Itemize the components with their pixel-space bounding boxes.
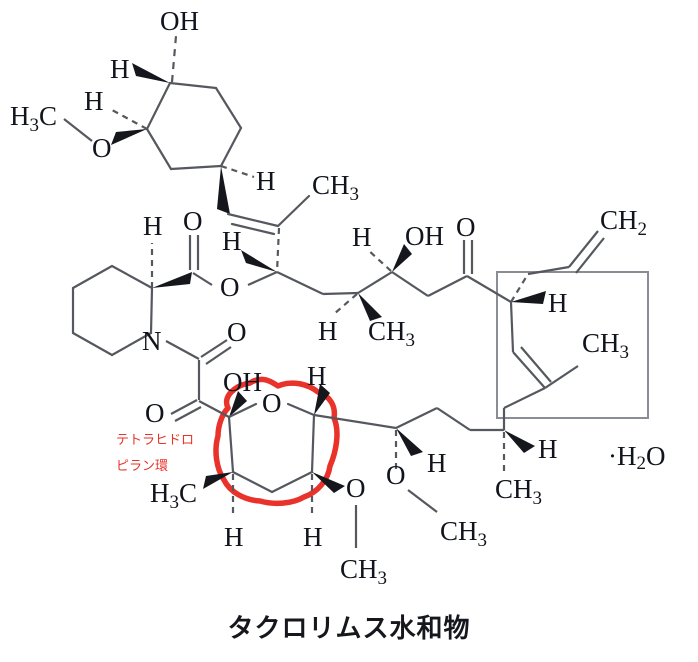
bond-wedge-h-carbinol — [241, 250, 277, 272]
trisubstituted-alkene — [226, 194, 311, 236]
bond-wedge-h-allyl-carbon — [511, 291, 546, 304]
macro-trisubstituted-alkene — [512, 346, 552, 389]
bond-methylcarbon-to-carbinol-left — [322, 291, 359, 296]
label-o-ketone-left: O — [145, 398, 165, 428]
label-h-pyran-bottom-left: H — [224, 522, 244, 552]
label-h-chain-methyl: H — [538, 434, 558, 464]
bond-hash-oh-top — [170, 35, 178, 83]
label-ch2-allyl: CH2 — [600, 205, 647, 240]
label-h-methoxy: H — [84, 86, 104, 116]
figure-caption: タクロリムス水和物 — [227, 614, 471, 644]
bond-hash-h-methyl-chain — [333, 293, 358, 315]
bond-macro-1 — [503, 387, 546, 409]
ester-carbonyl-double-bond — [188, 235, 200, 270]
label-ch3-chain-methyl: CH3 — [495, 474, 542, 509]
label-o-ketone-chain: O — [456, 212, 476, 242]
bond-macro-2 — [509, 301, 515, 353]
bond-hash-allyl — [510, 273, 529, 303]
ketone-carbonyl-double-bond — [170, 399, 202, 422]
bond-wedge-alpha-to-carbonyl — [152, 272, 192, 288]
bond-ketone-chain-to-macro — [466, 275, 512, 303]
cyclohexane-ring — [145, 81, 243, 171]
annotation-line-1: テトラヒドロ — [116, 433, 195, 448]
bond-hash-vinyl-to-carbinol — [275, 227, 281, 273]
label-h-top-left: H — [110, 54, 130, 84]
bond-carbinol-to-chain — [276, 271, 324, 295]
bond-hash-h-methoxy-carbon — [111, 109, 148, 130]
bond-wedge-oh-hemiketal — [229, 391, 247, 417]
label-oh-hemiketal: OH — [223, 367, 262, 397]
macrocycle-region-box — [496, 271, 649, 419]
label-o-ester-carbonyl: O — [183, 206, 203, 236]
bond-chain-up-1 — [395, 407, 438, 429]
hydrate-dot: · — [608, 441, 617, 471]
tetrahydropyran-highlight-ellipse — [213, 376, 340, 507]
bond-wedge-h-chain-methoxy — [396, 428, 423, 456]
label-h-hydroxy-chain: H — [352, 222, 372, 252]
bond-wedge-ch3-methyl-chain — [358, 293, 382, 321]
bond-wedge-h-chain-methyl — [504, 430, 535, 453]
label-h-allyl-carbon: H — [548, 288, 568, 318]
hydrate-subscript: 2 — [636, 453, 647, 474]
hydrate-o: O — [646, 441, 666, 471]
bond-hash-h-cyclohexane-lower — [220, 164, 255, 179]
bond-ketone-to-ch2 — [427, 275, 468, 297]
label-o-pyran-methoxy: O — [346, 473, 366, 503]
label-h-cyclohexane-lower: H — [256, 166, 276, 196]
bond-chain-up-2 — [436, 407, 471, 431]
bond-wedge-h3c-pyran — [203, 472, 233, 489]
tetrahydropyran-annotation: テトラヒドロ ピラン環 — [116, 428, 194, 480]
bond-hash-h-hydroxy-chain — [366, 248, 392, 272]
label-o-pyran: O — [262, 388, 282, 418]
chain-ketone-double-bond — [462, 240, 474, 274]
bond-pyran-to-chain — [313, 413, 397, 430]
label-o-amide: O — [227, 317, 247, 347]
label-h-piperidine: H — [143, 211, 163, 241]
label-h3c-pyran: H3C — [150, 478, 197, 513]
label-n-piperidine: N — [142, 326, 162, 356]
bond-wedge-h-topleft — [132, 63, 170, 83]
tetrahydropyran-ring — [227, 402, 316, 494]
label-h-chain-methoxy: H — [427, 448, 447, 478]
bond-h3c-o-methoxy — [63, 118, 93, 142]
bond-wedge-h-pyran-top-right — [314, 384, 330, 415]
label-ch3-pyran-methoxy: CH3 — [340, 554, 387, 589]
label-o-chain-methoxy: O — [386, 460, 406, 490]
amide-carbonyl-double-bond — [200, 339, 232, 365]
bond-wedge-o-pyran-methoxy — [312, 472, 345, 493]
label-h-methyl-chain: H — [318, 316, 338, 346]
hydrate-formula: ·H2O — [608, 441, 666, 475]
label-o-ester: O — [220, 272, 240, 302]
label-ch3-macro: CH3 — [582, 328, 629, 363]
label-oh-top: OH — [160, 6, 199, 36]
bond-macro-ch3 — [544, 365, 579, 389]
bond-wedge-to-vinyl — [217, 166, 230, 214]
label-oh-chain: OH — [405, 221, 444, 251]
bond-ketone-to-hemiketal — [198, 400, 230, 418]
bond-carbinol-to-oester — [247, 270, 278, 287]
annotation-line-2: ピラン環 — [116, 459, 169, 474]
label-h-ester-carbon: H — [222, 226, 242, 256]
piperidine-ring — [71, 264, 154, 357]
label-ch3-chain-methoxy: CH3 — [440, 516, 487, 551]
bond-carbinol-to-methylcarbon — [357, 271, 393, 294]
label-h-pyran-top-right: H — [307, 361, 327, 391]
label-h-pyran-bottom-right: H — [303, 522, 323, 552]
bond-ester-o-to-carbonyl — [192, 272, 213, 286]
bond-wedge-o-methoxy — [111, 129, 147, 145]
bond-wedge-oh-chain — [392, 244, 412, 272]
bond-o-to-ch3-chain-methoxy — [407, 489, 438, 513]
bond-ch2-to-carbinol — [391, 271, 429, 297]
label-o-methoxy: O — [92, 133, 112, 163]
bond-allyl-1 — [527, 265, 570, 276]
label-h3c-methoxy: H3C — [10, 101, 57, 136]
hydrate-h: H — [617, 441, 637, 471]
allyl-terminal-alkene — [568, 230, 605, 274]
label-ch3-vinyl: CH3 — [312, 170, 359, 205]
bond-n-to-amide-carbon — [165, 340, 200, 360]
label-ch3-methyl-chain: CH3 — [368, 316, 415, 351]
